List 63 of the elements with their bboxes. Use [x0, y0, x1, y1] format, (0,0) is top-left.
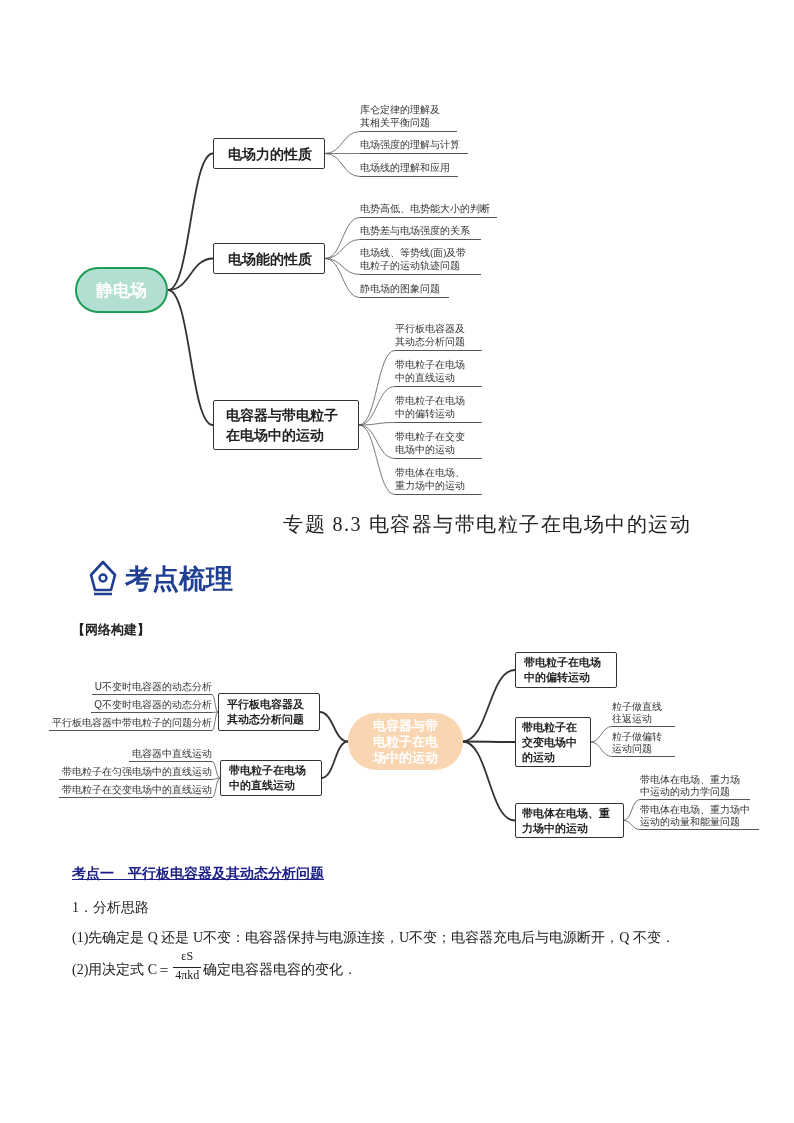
central-topic: 静电场: [75, 267, 168, 313]
subtopic-label: 电容器中直线运动: [129, 747, 212, 762]
subtopic-label: 库仑定律的理解及其相关平衡问题: [360, 101, 457, 132]
branch-line: [590, 741, 613, 757]
subtopic-label: 带电粒子在电场中的偏转运动: [395, 392, 482, 423]
subtopic-label: 粒子做直线往返运动: [612, 701, 675, 727]
branch-line: [167, 289, 214, 426]
subtopic-label: Q不变时电容器的动态分析: [91, 698, 212, 713]
subtopic-label: 电势高低、电势能大小的判断: [360, 201, 497, 218]
subtopic-label: 平行板电容器及其动态分析问题: [395, 320, 482, 351]
branch-line: [623, 799, 641, 821]
branch-line: [358, 422, 396, 426]
subtopic-label: 电场线、等势线(面)及带电粒子的运动轨迹问题: [360, 244, 481, 275]
branch-line: [324, 153, 361, 177]
paragraph-text: (2)用决定式 C＝: [72, 961, 172, 979]
branch-line: [461, 740, 516, 822]
subtopic-label: 电场强度的理解与计算: [360, 137, 468, 154]
branch-line: [590, 726, 613, 743]
topic-box: 平行板电容器及其动态分析问题: [218, 693, 320, 731]
subtopic-label: 带电粒子在交变电场中的运动: [395, 428, 482, 459]
subtopic-label: 带电体在电场、重力场中运动的动力学问题: [640, 774, 750, 800]
paragraph-text: 确定电容器电容的变化．: [203, 961, 358, 979]
branch-line: [167, 152, 214, 291]
subtopic-label: 带电粒子在电场中的直线运动: [395, 356, 482, 387]
subtopic-label: 带电体在电场、重力场中运动的动量和能量问题: [640, 804, 759, 830]
subtopic-label: 带电粒子在匀强电场中的直线运动: [59, 765, 212, 780]
topic-box: 带电粒子在电场中的直线运动: [220, 760, 322, 796]
subtopic-label: 电场线的理解和应用: [360, 160, 458, 177]
topic-box: 带电粒子在电场中的偏转运动: [515, 652, 617, 688]
page-title: 专题 8.3 电容器与带电粒子在电场中的运动: [283, 512, 691, 537]
central-topic: 电容器与带电粒子在电场中的运动: [348, 713, 463, 770]
branch-line: [318, 711, 349, 743]
formula-numerator: εS: [181, 949, 194, 964]
paragraph-text: (1)先确定是 Q 还是 U不变：电容器保持与电源连接，U不变；电容器充电后与电源断开，Q 不变．: [72, 929, 675, 947]
branch-line: [211, 761, 221, 779]
topic-box: 带电体在电场、重力场中的运动: [515, 803, 624, 838]
branch-line: [358, 424, 396, 495]
branch-line: [461, 669, 516, 743]
subtopic-label: 电势差与电场强度的关系: [360, 223, 481, 240]
formula-denominator: 4πkd: [175, 968, 200, 983]
branch-line: [211, 777, 221, 798]
topic-box: 电场力的性质: [213, 138, 325, 169]
subtopic-label: 静电场的图象问题: [360, 281, 449, 298]
paragraph-text: 1．分析思路: [72, 899, 149, 917]
section-heading: 考点梳理: [125, 563, 233, 596]
subsection-heading: 【网络构建】: [72, 621, 150, 639]
topic-box: 电场能的性质: [213, 243, 325, 274]
branch-line: [211, 777, 221, 780]
subtopic-label: 粒子做偏转运动问题: [612, 731, 675, 757]
branch-line: [324, 217, 361, 259]
branch-line: [320, 740, 349, 779]
topic-box: 电容器与带电粒子在电场中的运动: [213, 400, 359, 450]
branch-line: [211, 694, 219, 713]
branch-line: [623, 820, 641, 830]
topic-heading: 考点一 平行板电容器及其动态分析问题: [72, 865, 324, 883]
subtopic-label: U不变时电容器的动态分析: [91, 680, 212, 695]
branch-line: [211, 711, 219, 731]
branch-line: [324, 258, 361, 298]
branch-line: [211, 711, 219, 713]
topic-box: 带电粒子在交变电场中的运动: [515, 717, 591, 767]
subtopic-label: 平行板电容器中带电粒子的问题分析: [49, 716, 212, 731]
subtopic-label: 带电体在电场、重力场中的运动: [395, 464, 482, 495]
subtopic-label: 带电粒子在交变电场中的直线运动: [59, 783, 212, 798]
